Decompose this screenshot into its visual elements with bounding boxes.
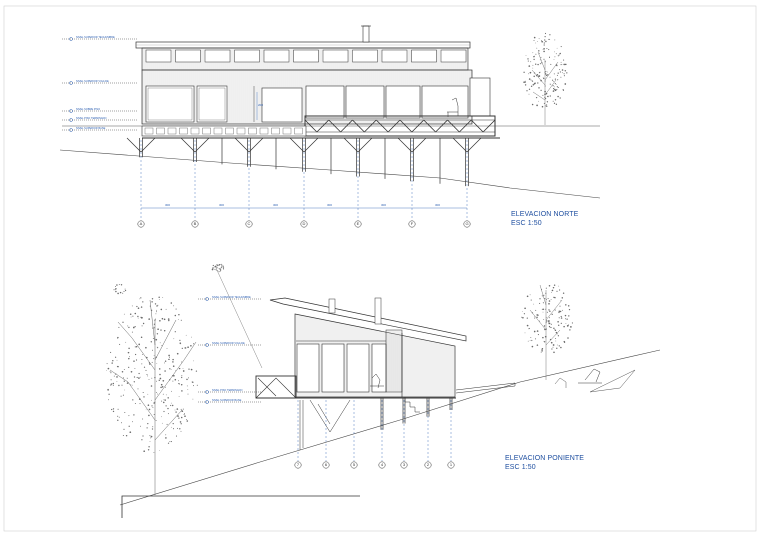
north-elevation-title: ELEVACION NORTE bbox=[511, 211, 579, 218]
north-grid-label: D bbox=[302, 221, 306, 226]
west-level-note: NIVEL SUPERIOR TECHUMBRE bbox=[212, 296, 251, 299]
north-level-note: NIVEL PISO TERMINADO bbox=[76, 117, 107, 120]
north-tree bbox=[531, 51, 559, 125]
west-terrain-line bbox=[119, 349, 661, 506]
west-grid-label: 3 bbox=[402, 462, 406, 467]
north-grid-label: G bbox=[465, 221, 469, 226]
west-tree-left bbox=[109, 299, 197, 495]
north-elevation bbox=[59, 25, 601, 228]
north-level-note: NIVEL SOBRE PISO bbox=[76, 108, 101, 111]
west-level-note: NIVEL SUPERIOR VIGA DE bbox=[212, 342, 245, 345]
west-grid-label: 4 bbox=[380, 462, 384, 467]
west-balcony-railing bbox=[255, 375, 297, 399]
north-elevation-scale: ESC 1:50 bbox=[511, 220, 542, 227]
north-dimension: 300 bbox=[327, 203, 333, 207]
north-window-height: 200 bbox=[258, 103, 264, 107]
west-grid-label: 5 bbox=[352, 462, 356, 467]
north-chimney bbox=[362, 25, 370, 43]
north-grid-label: E bbox=[356, 221, 360, 226]
north-dimension: 300 bbox=[273, 203, 279, 207]
north-level-note: NIVEL SUPERIOR VIGA DE bbox=[76, 80, 109, 83]
west-tree-right bbox=[529, 284, 563, 380]
north-grid-label: A bbox=[139, 221, 143, 226]
north-level-note: NIVEL SUPERIOR BASE bbox=[76, 127, 106, 130]
west-elevation-title: ELEVACION PONIENTE bbox=[505, 455, 585, 462]
west-roof bbox=[269, 297, 467, 342]
north-dimension: 300 bbox=[381, 203, 387, 207]
north-dimension: 300 bbox=[165, 203, 171, 207]
north-grid-label: F bbox=[410, 221, 414, 226]
north-level-note: NIVEL SUPERIOR TECHUMBRE bbox=[76, 36, 115, 39]
west-level-note: NIVEL SUPERIOR BASE bbox=[212, 399, 242, 402]
west-grid-label: 2 bbox=[426, 462, 430, 467]
west-grid-label: 1 bbox=[449, 462, 453, 467]
north-dimension: 300 bbox=[219, 203, 225, 207]
west-level-note: NIVEL PISO TERMINADO bbox=[212, 389, 243, 392]
west-elevation bbox=[109, 263, 661, 518]
sheet-frame bbox=[3, 5, 757, 532]
west-elevation-scale: ESC 1:50 bbox=[505, 464, 536, 471]
north-dimension: 300 bbox=[435, 203, 441, 207]
west-grid-label: 7 bbox=[296, 462, 300, 467]
north-grid-label: B bbox=[193, 221, 197, 226]
west-grid-label: 6 bbox=[324, 462, 328, 467]
north-terrain-line bbox=[59, 149, 601, 199]
north-grid-label: C bbox=[247, 221, 251, 226]
